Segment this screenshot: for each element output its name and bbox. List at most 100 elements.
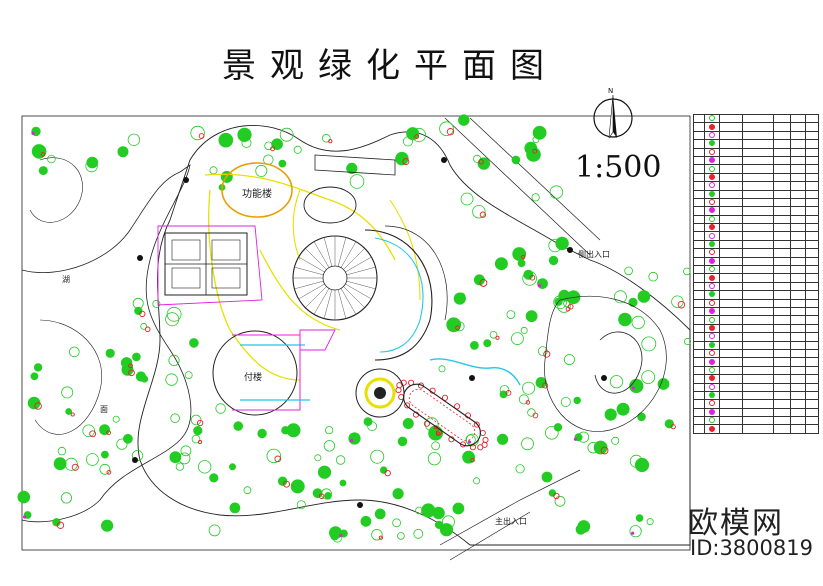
legend-cell: [805, 390, 819, 401]
legend-cell: [790, 374, 806, 384]
legend-cell: [719, 306, 743, 317]
legend-symbol-icon: [709, 249, 715, 256]
lake-label-2: 面: [100, 405, 108, 414]
tree-symbol: [134, 306, 143, 315]
legend-row: [693, 189, 819, 199]
watermark-id: ID:3800819: [690, 536, 813, 560]
legend-cell: [790, 130, 806, 141]
tree-symbol: [683, 267, 691, 276]
tree-symbol: [515, 464, 525, 474]
legend-cell: [790, 407, 806, 418]
legend-cell: [742, 290, 774, 300]
tree-symbol: [317, 465, 332, 479]
legend-cell: [790, 348, 806, 359]
legend-cell: [805, 332, 819, 342]
legend-symbol-icon: [709, 333, 715, 340]
legend-cell: [704, 407, 720, 418]
tree-symbol: [397, 532, 405, 540]
legend-cell: [704, 214, 720, 225]
legend-row: [693, 323, 819, 334]
flower-symbol: [106, 430, 111, 436]
tree-symbol: [99, 424, 110, 436]
legend-cell: [704, 348, 720, 359]
legend-cell: [742, 256, 774, 267]
legend-row: [693, 306, 819, 317]
legend-cell: [773, 113, 791, 124]
legend-cell: [719, 139, 743, 149]
tree-symbol: [641, 370, 656, 385]
tree-symbol: [439, 121, 454, 136]
legend-cell: [805, 290, 819, 300]
legend-cell: [742, 164, 774, 174]
legend-cell: [693, 374, 705, 384]
tree-symbol: [604, 408, 617, 421]
shrub-symbol: [631, 386, 635, 390]
flower-symbol: [34, 402, 42, 410]
legend-cell: [773, 323, 791, 334]
legend-cell: [704, 164, 720, 174]
legend-cell: [805, 315, 819, 325]
legend-cell: [742, 399, 774, 409]
tree-symbol: [469, 340, 479, 350]
tree-symbol: [218, 132, 234, 148]
legend-cell: [790, 424, 806, 434]
tree-symbol: [415, 506, 423, 515]
legend-cell: [719, 399, 743, 409]
legend-cell: [805, 374, 819, 384]
legend-row: [693, 206, 819, 216]
tree-symbol: [657, 378, 670, 390]
tree-symbol: [438, 365, 446, 373]
legend-symbol-icon: [709, 140, 715, 147]
legend-cell: [704, 256, 720, 267]
legend-cell: [719, 382, 743, 392]
legend-cell: [719, 172, 743, 183]
tree-layer: [17, 114, 692, 543]
tree-symbol: [631, 315, 645, 329]
legend-cell: [773, 416, 791, 426]
legend-cell: [790, 390, 806, 401]
tree-symbol: [392, 488, 404, 500]
legend-cell: [773, 424, 791, 434]
tree-symbol: [520, 326, 528, 334]
shrub-symbol: [31, 131, 35, 135]
legend-cell: [773, 197, 791, 208]
legend-cell: [805, 248, 819, 258]
legend-row: [693, 122, 819, 132]
tree-symbol: [314, 454, 322, 462]
flower-symbol: [404, 402, 411, 409]
legend-cell: [805, 155, 819, 166]
tree-symbol: [31, 144, 47, 159]
flower-symbol: [402, 158, 410, 166]
north-arrow-icon: N: [593, 87, 633, 139]
plaza-spoke: [313, 241, 330, 268]
tree-symbol: [293, 145, 302, 154]
legend-cell: [773, 155, 791, 166]
tree-symbol: [349, 174, 365, 189]
legend-cell: [704, 206, 720, 216]
legend-symbol-icon: [709, 157, 715, 164]
tree-symbol: [557, 299, 571, 313]
legend-cell: [693, 223, 705, 233]
legend-symbol-icon: [709, 132, 715, 138]
tree-symbol: [228, 463, 236, 471]
legend-cell: [704, 130, 720, 141]
legend-cell: [693, 306, 705, 317]
lamp-post-icon: [441, 157, 447, 163]
tree-symbol: [323, 440, 336, 452]
tree-symbol: [348, 432, 361, 445]
legend-cell: [693, 357, 705, 367]
tree-symbol: [132, 352, 141, 362]
legend-symbol-icon: [709, 316, 715, 323]
flower-symbol: [482, 436, 489, 443]
function-building-label: 功能楼: [242, 187, 272, 200]
legend-cell: [790, 181, 806, 191]
tree-symbol: [120, 357, 133, 369]
legend-cell: [742, 315, 774, 325]
plaza-spoke: [313, 288, 330, 315]
tree-symbol: [266, 448, 282, 464]
legend-symbol-icon: [709, 199, 715, 206]
legend-row: [693, 139, 819, 149]
tennis-courts: [157, 225, 263, 306]
legend-cell: [742, 139, 774, 149]
flower-symbol: [40, 152, 46, 157]
